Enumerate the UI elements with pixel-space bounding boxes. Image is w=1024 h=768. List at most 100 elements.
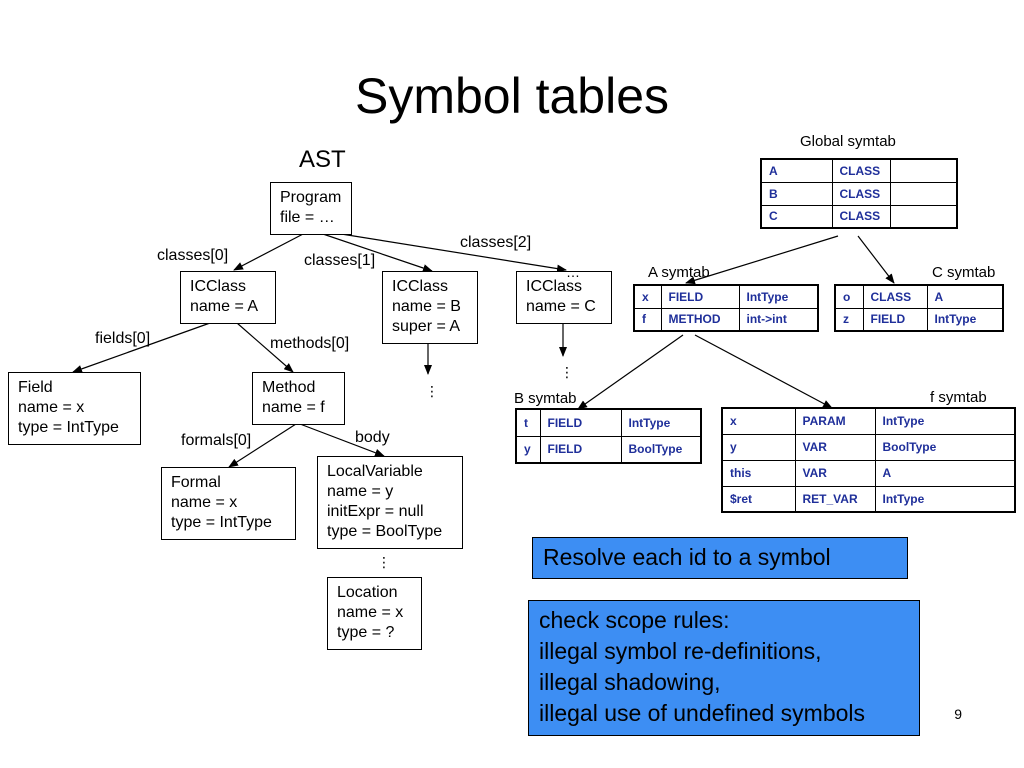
cell: CLASS xyxy=(862,284,928,309)
edge-formals0 xyxy=(228,423,297,468)
edge-label-fields0: fields[0] xyxy=(95,330,151,347)
node-line: type = ? xyxy=(337,624,395,641)
vdots-localvariable: ⋮ xyxy=(377,554,391,570)
cell: z xyxy=(834,307,864,332)
node-line: Formal xyxy=(171,474,221,491)
edge-a-f xyxy=(694,334,833,409)
cell: int->int xyxy=(738,307,819,332)
node-line: name = C xyxy=(526,298,596,315)
localvariable-node: LocalVariable name = y initExpr = null t… xyxy=(317,456,463,549)
cell: y xyxy=(721,433,796,461)
cell: BoolType xyxy=(620,435,702,464)
node-line: ICClass xyxy=(190,278,247,295)
scope-line: check scope rules: xyxy=(539,607,730,633)
a-symtab-label: A symtab xyxy=(648,264,710,281)
node-line: LocalVariable xyxy=(327,463,423,480)
node-line: type = IntType xyxy=(18,419,119,436)
cell: CLASS xyxy=(831,181,891,206)
cell: IntType xyxy=(874,485,1016,513)
vdots-icclass-b: ⋮ xyxy=(425,383,439,399)
edge-classes0 xyxy=(233,232,306,271)
cell: this xyxy=(721,459,796,487)
node-line: file = … xyxy=(280,209,335,226)
scope-rules-callout: check scope rules: illegal symbol re-def… xyxy=(528,600,920,736)
scope-line: illegal shadowing, xyxy=(539,669,721,695)
edge-classes2 xyxy=(334,232,567,273)
cell: x xyxy=(633,284,662,309)
location-node: Location name = x type = ? xyxy=(327,577,422,650)
ellipsis-classes: … xyxy=(566,264,580,280)
node-line: Location xyxy=(337,584,398,601)
node-line: name = A xyxy=(190,298,259,315)
cell: IntType xyxy=(620,408,702,437)
vdots-icclass-c: ⋮ xyxy=(560,364,574,380)
node-line: ICClass xyxy=(526,278,583,295)
cell: A xyxy=(760,158,833,183)
icclass-b-node: ICClass name = B super = A xyxy=(382,271,478,344)
edge-global-a xyxy=(685,235,839,285)
b-symtab-label: B symtab xyxy=(514,390,577,407)
cell: IntType xyxy=(926,307,1004,332)
icclass-a-node: ICClass name = A xyxy=(180,271,276,324)
cell: FIELD xyxy=(539,435,622,464)
edge-label-classes0: classes[0] xyxy=(157,247,229,264)
node-line: name = x xyxy=(171,494,238,511)
resolve-callout: Resolve each id to a symbol xyxy=(532,537,908,579)
cell: A xyxy=(926,284,1004,309)
cell: FIELD xyxy=(539,408,622,437)
cell: RET_VAR xyxy=(794,485,876,513)
cell: VAR xyxy=(794,459,876,487)
edge-fields0 xyxy=(72,322,211,373)
node-line: super = A xyxy=(392,318,461,335)
node-line: name = x xyxy=(337,604,404,621)
cell: FIELD xyxy=(862,307,928,332)
program-node: Program file = … xyxy=(270,182,352,235)
cell: BoolType xyxy=(874,433,1016,461)
formal-node: Formal name = x type = IntType xyxy=(161,467,296,540)
edge-label-formals0: formals[0] xyxy=(181,432,252,449)
edge-global-c xyxy=(857,235,895,284)
edge-label-methods0: methods[0] xyxy=(270,335,350,352)
node-line: Program xyxy=(280,189,342,206)
edge-classes1 xyxy=(319,232,433,272)
node-line: initExpr = null xyxy=(327,503,424,520)
edge-label-classes2: classes[2] xyxy=(460,234,532,251)
cell: x xyxy=(721,407,796,435)
cell: B xyxy=(760,181,833,206)
cell: VAR xyxy=(794,433,876,461)
method-node: Method name = f xyxy=(252,372,345,425)
edge-body xyxy=(299,423,385,457)
field-node: Field name = x type = IntType xyxy=(8,372,141,445)
cell: A xyxy=(874,459,1016,487)
node-line: name = f xyxy=(262,399,325,416)
node-line: name = y xyxy=(327,483,394,500)
cell: FIELD xyxy=(660,284,740,309)
cell: IntType xyxy=(874,407,1016,435)
cell: o xyxy=(834,284,864,309)
cell: IntType xyxy=(738,284,819,309)
cell xyxy=(889,158,958,183)
node-line: type = IntType xyxy=(171,514,272,531)
edge-methods0 xyxy=(236,322,294,373)
cell: $ret xyxy=(721,485,796,513)
page-title: Symbol tables xyxy=(354,68,670,124)
node-line: ICClass xyxy=(392,278,449,295)
f-symtab-label: f symtab xyxy=(930,389,987,406)
cell: C xyxy=(760,204,833,229)
node-line: Field xyxy=(18,379,53,396)
edge-label-body: body xyxy=(355,429,390,446)
resolve-callout-text: Resolve each id to a symbol xyxy=(543,544,831,570)
